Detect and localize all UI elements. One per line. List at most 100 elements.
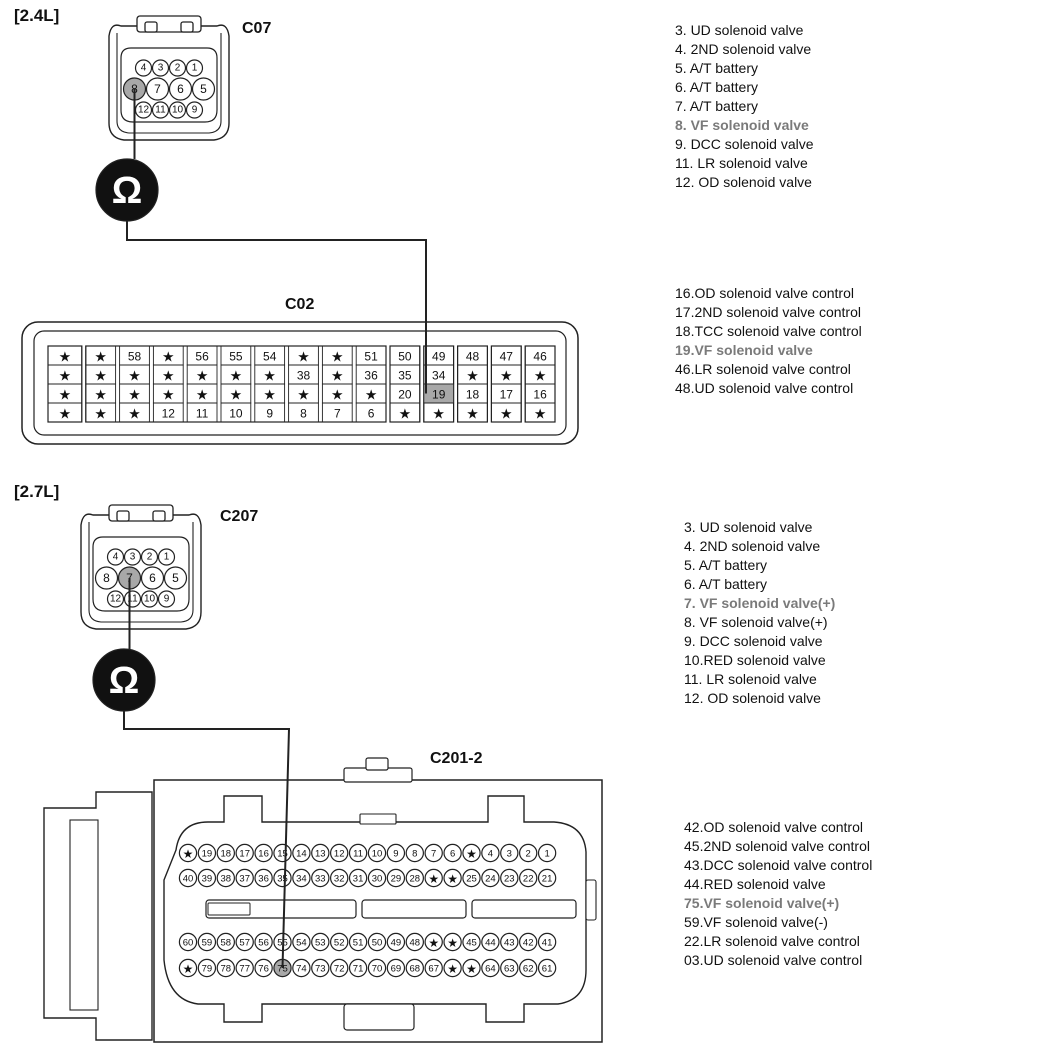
pin-label-★: ★ — [331, 368, 344, 384]
pin-label-51: 51 — [353, 938, 364, 949]
legend-item: 10.RED solenoid valve — [684, 652, 826, 668]
pin-10 — [168, 101, 187, 119]
pin-label-★: ★ — [331, 387, 344, 403]
pin-★ — [443, 932, 462, 952]
pin-cell — [423, 402, 455, 423]
pin-2 — [519, 843, 538, 863]
pin-13 — [311, 843, 330, 863]
pin-label-24: 24 — [485, 874, 496, 885]
pin-label-★: ★ — [230, 368, 243, 384]
pin-12 — [330, 843, 349, 863]
pin-16 — [254, 843, 273, 863]
pin-39 — [197, 868, 217, 888]
pin-label-★: ★ — [196, 368, 209, 384]
pin-label-72: 72 — [334, 964, 345, 975]
pin-label-54: 54 — [263, 350, 277, 364]
pin-54 — [292, 932, 311, 952]
pin-label-44: 44 — [485, 938, 496, 949]
connector-inner-wall — [88, 522, 194, 623]
pin-label-20: 20 — [398, 388, 412, 402]
pin-label-★: ★ — [297, 349, 310, 365]
pin-12 — [106, 590, 125, 608]
pin-label-11: 11 — [196, 407, 209, 421]
pin-label-★: ★ — [534, 406, 547, 422]
pin-label-★: ★ — [128, 387, 141, 403]
pin-cell — [85, 402, 117, 423]
pin-label: 4 — [141, 63, 147, 74]
legend-item: 42.OD solenoid valve control — [684, 819, 863, 835]
pin-label-★: ★ — [59, 368, 72, 384]
pin-label: 5 — [200, 82, 207, 96]
pin-label-38: 38 — [221, 874, 232, 885]
pin-6 — [443, 843, 462, 863]
pin-label-77: 77 — [239, 964, 250, 975]
pin-49 — [386, 932, 406, 952]
pin-label-21: 21 — [542, 874, 553, 885]
pin-19 — [197, 843, 217, 863]
pin-60 — [178, 932, 198, 952]
pin-label: 6 — [177, 82, 184, 96]
pin-label-★: ★ — [263, 387, 276, 403]
pin-label-79: 79 — [202, 964, 213, 975]
pin-38 — [216, 868, 235, 888]
pin-label-58: 58 — [221, 938, 232, 949]
latch-slot — [152, 510, 166, 522]
pin-cell — [220, 402, 252, 423]
legend-item: 8. VF solenoid valve — [675, 117, 809, 133]
pin-label-★: ★ — [183, 962, 194, 976]
pin-1 — [537, 843, 557, 863]
pin-7 — [424, 843, 443, 863]
top-tab-nub — [365, 757, 389, 771]
connector-c02-label: C02 — [285, 296, 315, 313]
pin-label-★: ★ — [466, 847, 477, 861]
pin-label-★: ★ — [466, 962, 477, 976]
pin-48 — [405, 932, 424, 952]
legend-item: 4. 2ND solenoid valve — [684, 538, 821, 554]
pin-79 — [197, 958, 217, 978]
pin-label-67: 67 — [428, 964, 439, 975]
legend-item: 19.VF solenoid valve — [675, 342, 813, 358]
pin-50 — [367, 932, 387, 952]
pin-label-70: 70 — [372, 964, 383, 975]
pin-71 — [348, 958, 368, 978]
pin-31 — [348, 868, 368, 888]
pin-label-6: 6 — [368, 407, 375, 421]
pin-★ — [462, 958, 481, 978]
pin-label-36: 36 — [364, 369, 378, 383]
pin-30 — [367, 868, 387, 888]
pin-42 — [519, 932, 538, 952]
legend-item: 75.VF solenoid valve(+) — [684, 895, 840, 911]
pin-3 — [123, 548, 142, 566]
pin-★ — [178, 958, 198, 978]
pin-label-10: 10 — [229, 407, 243, 421]
pin-label-69: 69 — [391, 964, 402, 975]
legend-c201-2: 42.OD solenoid valve control 45.2ND solen… — [684, 818, 872, 970]
legend-item: 44.RED solenoid valve — [684, 876, 826, 892]
pin-label-35: 35 — [398, 369, 412, 383]
pin-label-55: 55 — [229, 350, 243, 364]
pin-4 — [481, 843, 500, 863]
pin-label-7: 7 — [334, 407, 341, 421]
legend-item: 7. VF solenoid valve(+) — [684, 595, 836, 611]
legend-item: 22.LR solenoid valve control — [684, 933, 860, 949]
pin-64 — [481, 958, 500, 978]
pin-label-★: ★ — [428, 936, 439, 950]
pin-23 — [500, 868, 519, 888]
pin-label-★: ★ — [59, 349, 72, 365]
pin-cell — [119, 402, 150, 423]
pin-21 — [537, 868, 557, 888]
pin-label-78: 78 — [221, 964, 232, 975]
pin-8 — [94, 566, 119, 590]
legend-item: 6. A/T battery — [675, 79, 759, 95]
pin-76 — [254, 958, 273, 978]
pin-69 — [386, 958, 406, 978]
pin-label-33: 33 — [315, 874, 326, 885]
pin-cell — [355, 402, 387, 423]
pin-label-15: 15 — [277, 849, 288, 860]
pin-cell — [389, 402, 421, 423]
pin-label-★: ★ — [432, 406, 445, 422]
legend-item: 45.2ND solenoid valve control — [684, 838, 870, 854]
pin-1 — [185, 59, 204, 77]
latch-slot — [116, 510, 130, 522]
